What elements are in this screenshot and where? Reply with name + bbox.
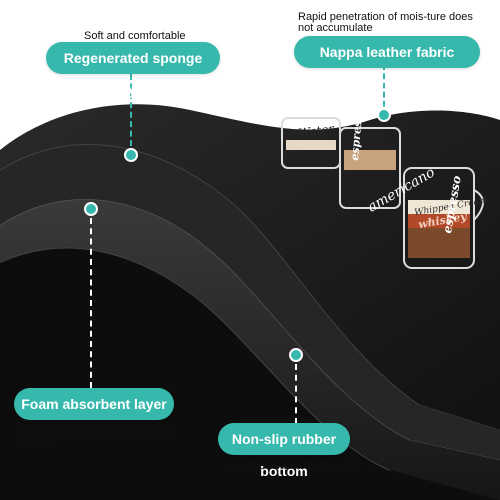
- foam-layer: [0, 199, 500, 500]
- leader-line-sponge: [130, 74, 132, 146]
- marker-dot-rubber: [289, 348, 303, 362]
- rubber-bottom-layer: [0, 247, 500, 500]
- leather-caption-line2: not accumulate: [298, 22, 373, 34]
- foam-caption-line2: quickly: [20, 435, 54, 447]
- leader-line-leather: [383, 64, 385, 116]
- coffee-cup-print: [281, 117, 484, 269]
- leather-caption-line1: Rapid penetration of mois-ture does: [298, 11, 473, 23]
- marker-dot-leather: [377, 108, 391, 122]
- leader-line-rubber: [295, 364, 297, 424]
- coffee-cup-fill: [286, 140, 470, 258]
- rubber-caption: Anti-slip texture for firm grip: [226, 460, 361, 472]
- foam-caption-line1: Absorb instantly and evaporate: [20, 424, 172, 436]
- sponge-caption: Soft and comfortable: [84, 30, 186, 42]
- rubber-bottom-label: Non-slip rubber bottom: [218, 423, 350, 479]
- sponge-layer: [0, 144, 500, 460]
- sponge-layer-label: Regenerated sponge layer: [46, 42, 220, 98]
- leader-line-foam: [90, 218, 92, 388]
- leather-surface-label: Nappa leather fabric surface: [294, 36, 480, 92]
- marker-dot-sponge: [124, 148, 138, 162]
- leather-top-surface: [0, 104, 500, 431]
- marker-dot-foam: [84, 202, 98, 216]
- foam-layer-label: Foam absorbent layer: [14, 388, 174, 420]
